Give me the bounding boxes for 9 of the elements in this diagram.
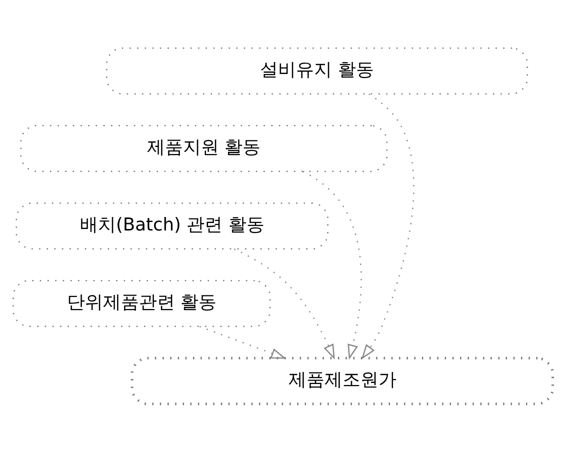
arrow xyxy=(361,94,414,360)
node-box: 배치(Batch) 관련 활동 xyxy=(16,202,328,250)
arrow xyxy=(234,248,335,360)
arrow xyxy=(302,170,362,360)
arrow xyxy=(199,326,286,359)
node-box: 제품지원 활동 xyxy=(20,124,388,172)
node-box: 제품제조원가 xyxy=(130,356,554,406)
node-box: 설비유지 활동 xyxy=(106,47,528,94)
node-box: 단위제품관련 활동 xyxy=(12,280,271,328)
